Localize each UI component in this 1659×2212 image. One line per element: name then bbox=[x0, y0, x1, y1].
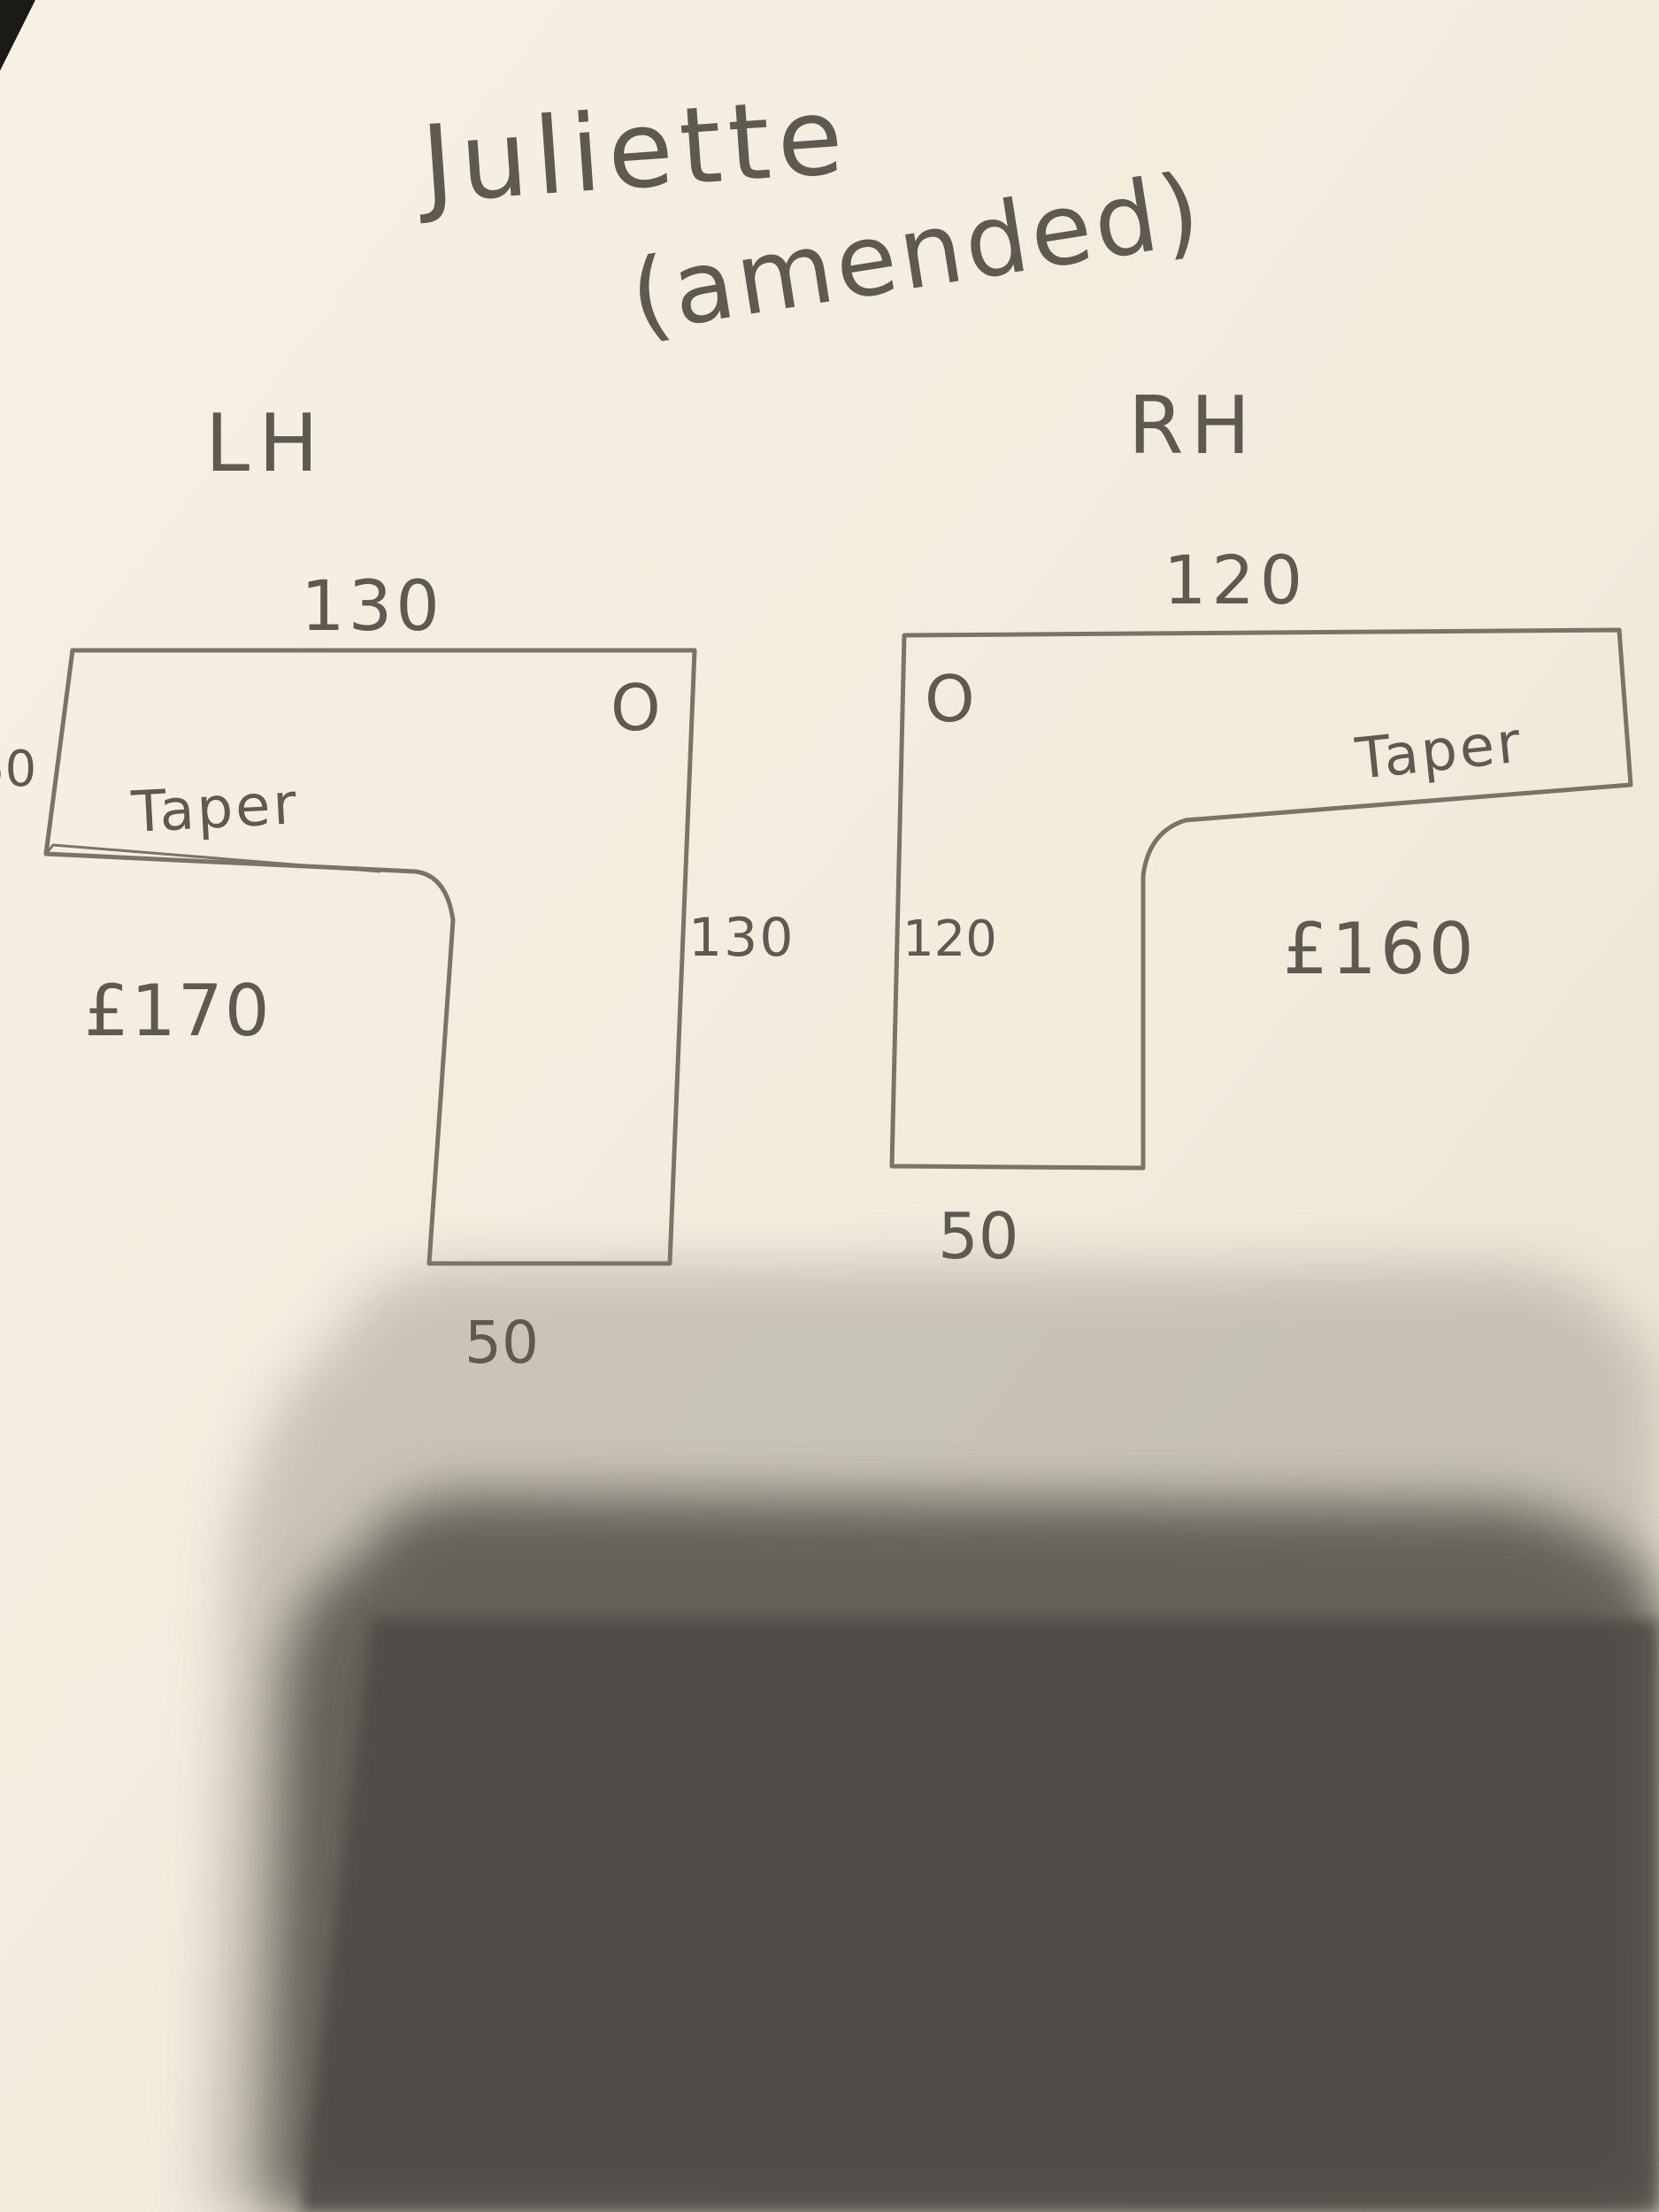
lh-cable-hole: O bbox=[611, 671, 661, 745]
rh-top-width: 120 bbox=[1164, 541, 1308, 619]
rh-label: RH bbox=[1128, 380, 1257, 472]
rh-price: £160 bbox=[1283, 908, 1478, 990]
lh-label: LH bbox=[205, 397, 327, 490]
hand-shadow bbox=[204, 1265, 1659, 2212]
rh-side-depth: 120 bbox=[902, 910, 997, 968]
lh-left-depth: 50 bbox=[0, 741, 36, 798]
rh-desk-outline bbox=[889, 627, 1633, 1171]
lh-price: £170 bbox=[84, 970, 272, 1052]
lh-desk-outline bbox=[43, 648, 697, 1266]
rh-cable-hole: O bbox=[925, 662, 975, 736]
lh-top-width: 130 bbox=[301, 567, 443, 647]
rh-bottom-width: 50 bbox=[938, 1199, 1019, 1273]
lh-side-depth: 130 bbox=[688, 907, 795, 969]
lh-bottom-width: 50 bbox=[465, 1309, 539, 1377]
sketch-title: Juliette bbox=[411, 75, 853, 228]
lh-taper-label: Taper bbox=[129, 772, 301, 846]
lh-taper-line bbox=[44, 843, 381, 873]
